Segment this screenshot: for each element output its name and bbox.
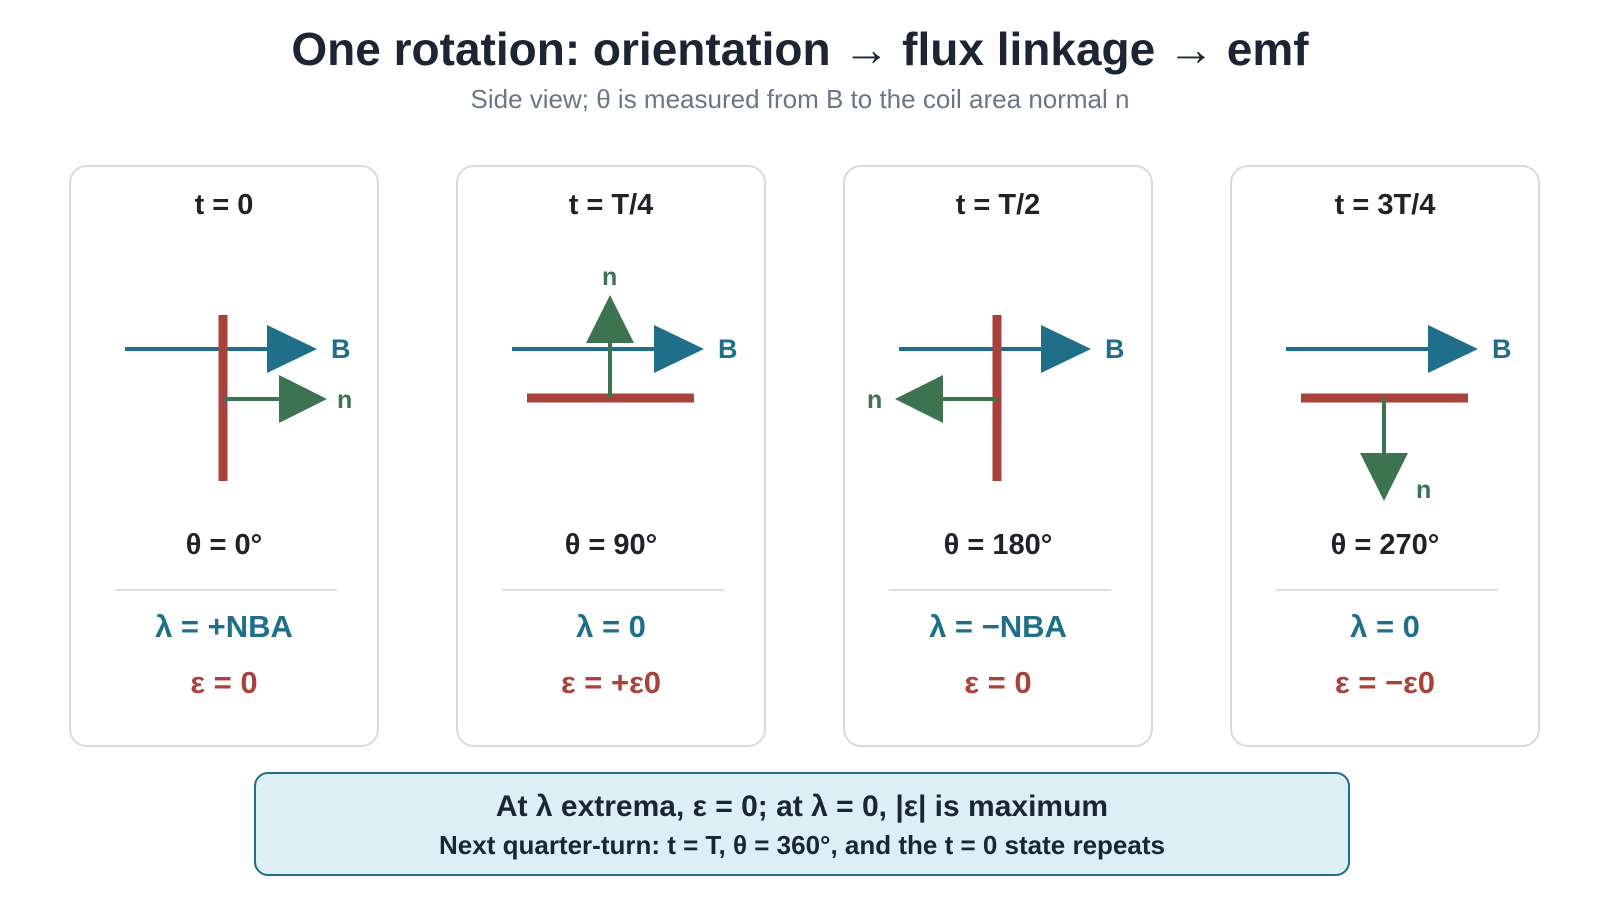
normal-arrowhead — [895, 375, 943, 423]
field-arrowhead — [1428, 325, 1478, 373]
theta-value: θ = 180° — [943, 529, 1053, 561]
emf-value: ε = 0 — [190, 665, 258, 700]
normal-label: n — [1416, 476, 1431, 504]
emf-value: ε = −ε0 — [1334, 665, 1436, 700]
rotation-diagram-t-half: B n — [867, 315, 1125, 481]
theta-value: θ = 270° — [1330, 529, 1440, 561]
rotation-diagram-t-three-quarter: B n — [1286, 325, 1512, 504]
field-arrowhead — [1041, 325, 1091, 373]
page-subtitle: Side view; θ is measured from B to the c… — [470, 84, 1130, 114]
flux-linkage-value: λ = +NBA — [155, 609, 293, 644]
summary-box: At λ extrema, ε = 0; at λ = 0, |ε| is ma… — [254, 772, 1350, 876]
normal-label: n — [337, 386, 352, 414]
panel-t0: t = 0 B n θ = 0° λ = +NBA ε = 0 — [69, 165, 379, 747]
normal-arrowhead — [279, 375, 327, 423]
field-label: B — [1492, 334, 1512, 364]
flux-linkage-value: λ = 0 — [576, 609, 646, 644]
field-arrowhead — [654, 325, 704, 373]
normal-arrowhead — [586, 295, 634, 343]
summary-line-2: Next quarter-turn: t = T, θ = 360°, and … — [439, 830, 1165, 860]
flux-linkage-value: λ = 0 — [1350, 609, 1420, 644]
summary-line-1: At λ extrema, ε = 0; at λ = 0, |ε| is ma… — [495, 790, 1109, 823]
panel-t-half: t = T/2 B n θ = 180° λ = −NBA ε = 0 — [843, 165, 1153, 747]
normal-arrowhead — [1360, 453, 1408, 501]
page-title: One rotation: orientation → flux linkage… — [291, 23, 1309, 75]
field-arrowhead — [267, 325, 317, 373]
divider — [1276, 589, 1498, 591]
normal-label: n — [602, 263, 617, 291]
rotation-diagram-t0: B n — [125, 315, 352, 481]
emf-value: ε = +ε0 — [560, 665, 662, 700]
rotation-diagram-t-quarter: B n — [512, 263, 738, 403]
flux-linkage-value: λ = −NBA — [929, 609, 1067, 644]
panel-time-label: t = 0 — [194, 189, 254, 221]
panel-time-label: t = T/4 — [568, 189, 654, 221]
panel-t-quarter: t = T/4 B n θ = 90° λ = 0 ε = +ε0 — [456, 165, 766, 747]
field-label: B — [1105, 334, 1125, 364]
panel-time-label: t = 3T/4 — [1334, 189, 1436, 221]
theta-value: θ = 90° — [564, 529, 658, 561]
field-label: B — [331, 334, 351, 364]
normal-label: n — [867, 386, 882, 414]
divider — [502, 589, 724, 591]
divider — [889, 589, 1111, 591]
panel-time-label: t = T/2 — [955, 189, 1041, 221]
panel-t-three-quarter: t = 3T/4 B n θ = 270° λ = 0 ε = −ε0 — [1230, 165, 1540, 747]
divider — [115, 589, 337, 591]
field-label: B — [718, 334, 738, 364]
theta-value: θ = 0° — [185, 529, 263, 561]
emf-value: ε = 0 — [964, 665, 1032, 700]
